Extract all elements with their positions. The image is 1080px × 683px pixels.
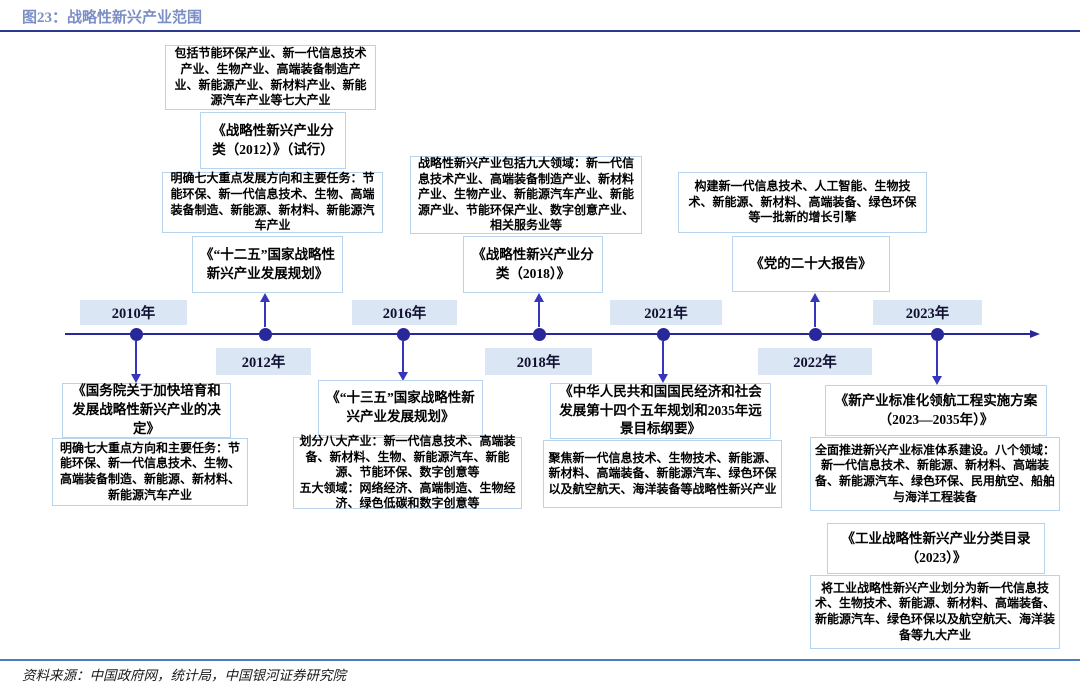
doc-desc-industrial-catalog-2023: 将工业战略性新兴产业划分为新一代信息技术、生物技术、新能源、新材料、高端装备、新… [810,575,1060,649]
data-source-note: 资料来源：中国政府网，统计局，中国银河证券研究院 [22,668,346,683]
figure-title: 图23：战略性新兴产业范围 [22,10,203,26]
doc-desc-135-plan: 划分八大产业：新一代信息技术、高端装备、新材料、生物、新能源汽车、新能源、节能环… [293,434,522,510]
arrow-down-2010-icon [131,341,141,383]
doc-title-state-council-decision: 《国务院关于加快培育和发展战略性新兴产业的决定》 [62,383,231,438]
year-label-2010: 2010年 [80,300,187,325]
timeline-axis-arrowhead-icon [1030,330,1040,338]
year-label-2023: 2023年 [873,300,982,325]
timeline-dot-2010 [130,328,143,341]
arrow-up-2022-icon [810,293,820,327]
doc-desc-20th-congress-report: 构建新一代信息技术、人工智能、生物技术、新能源、新材料、高端装备、绿色环保等一批… [678,172,927,233]
arrow-down-2023-icon [932,341,942,385]
timeline-axis [65,333,1030,335]
doc-title-industrial-catalog-2023: 《工业战略性新兴产业分类目录（2023）》 [827,523,1045,574]
timeline-dot-2023 [931,328,944,341]
doc-desc-125-plan: 明确七大重点发展方向和主要任务：节能环保、新一代信息技术、生物、高端装备制造、新… [162,171,383,233]
year-label-2022: 2022年 [758,348,872,375]
doc-desc-145-plan-outline: 聚焦新一代信息技术、生物技术、新能源、新材料、高端装备、新能源汽车、绿色环保以及… [543,440,782,508]
timeline-dot-2012 [259,328,272,341]
doc-desc-2018-classification: 战略性新兴产业包括九大领域：新一代信息技术产业、高端装备制造产业、新材料产业、生… [410,156,642,234]
doc-desc-standardization-pilot-plan: 全面推进新兴产业标准体系建设。八个领域：新一代信息技术、新能源、新材料、高端装备… [810,437,1060,511]
doc-title-standardization-pilot-plan: 《新产业标准化领航工程实施方案（2023—2035年）》 [825,385,1047,436]
timeline-dot-2016 [397,328,410,341]
footer-rule [0,659,1080,661]
arrow-down-2016-icon [398,341,408,381]
doc-title-2018-classification: 《战略性新兴产业分类（2018）》 [463,236,603,293]
doc-title-145-plan-outline: 《中华人民共和国国民经济和社会发展第十四个五年规划和2035年远景目标纲要》 [550,383,771,439]
year-label-2012: 2012年 [216,348,311,375]
header-rule [0,30,1080,32]
timeline-dot-2022 [809,328,822,341]
arrow-up-2018-icon [534,293,544,327]
doc-title-20th-congress-report: 《党的二十大报告》 [732,236,890,292]
doc-desc-2012-classification: 包括节能环保产业、新一代信息技术产业、生物产业、高端装备制造产业、新能源产业、新… [165,45,376,110]
year-label-2021: 2021年 [610,300,722,325]
timeline-dot-2018 [533,328,546,341]
arrow-down-2021-icon [658,341,668,383]
year-label-2018: 2018年 [485,348,592,375]
doc-title-2012-classification: 《战略性新兴产业分类（2012）》（试行） [200,112,346,169]
year-label-2016: 2016年 [352,300,457,325]
doc-title-135-plan: 《“十三五”国家战略性新兴产业发展规划》 [318,380,483,436]
timeline-dot-2021 [657,328,670,341]
arrow-up-2012-icon [260,293,270,327]
doc-desc-state-council-decision: 明确七大重点方向和主要任务：节能环保、新一代信息技术、生物、高端装备制造、新能源… [52,438,248,506]
doc-title-125-plan: 《“十二五”国家战略性新兴产业发展规划》 [192,236,343,293]
